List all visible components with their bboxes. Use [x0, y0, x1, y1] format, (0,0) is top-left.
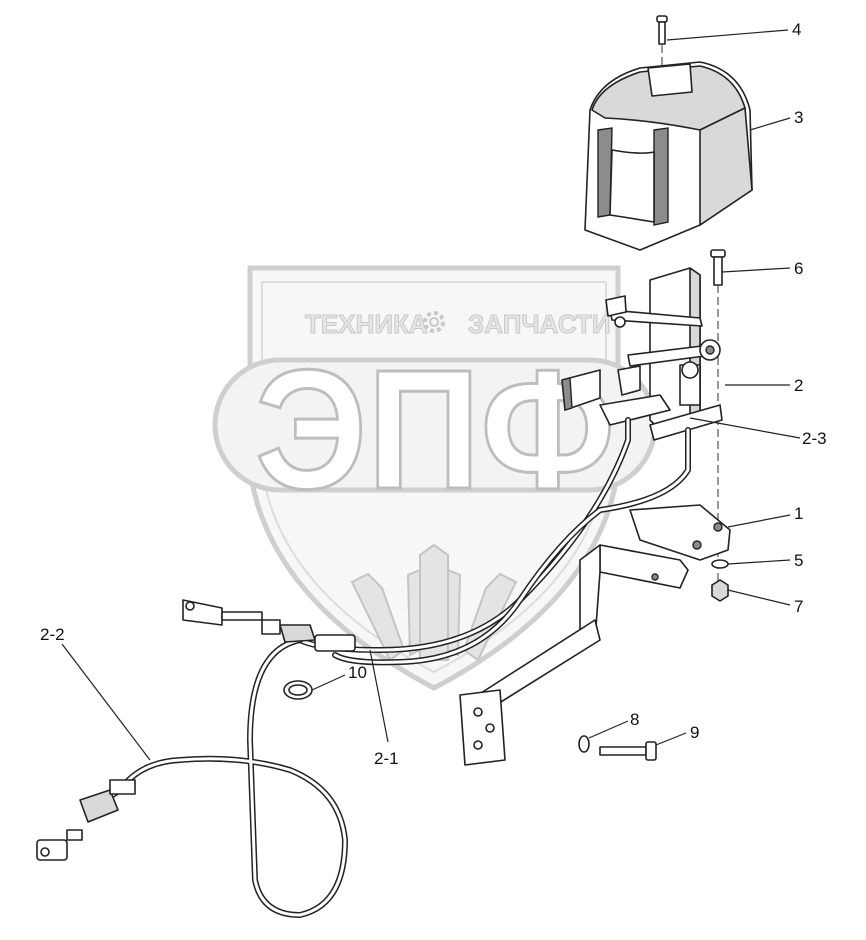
clamp-part-10: [283, 680, 313, 700]
callout-4: 4: [792, 20, 801, 39]
lever-mechanism-part-2: [561, 267, 723, 441]
callout-6: 6: [794, 259, 803, 278]
nut-part-7: [711, 579, 729, 602]
callout-8: 8: [630, 710, 639, 729]
callout-9: 9: [690, 723, 699, 742]
bolt-part-9: [599, 741, 657, 761]
callout-10: 10: [348, 663, 367, 682]
watermark-text-left: ТЕХНИКА: [305, 309, 428, 339]
callout-7: 7: [794, 597, 803, 616]
cable-fitting-upper: [182, 599, 356, 652]
bracket-part-1: [459, 504, 731, 766]
cable-fitting-lower: [36, 779, 136, 861]
callout-5: 5: [794, 551, 803, 570]
washer-part-5: [711, 559, 729, 569]
callout-1: 1: [794, 504, 803, 523]
callout-3: 3: [794, 108, 803, 127]
cover-part-3: [584, 61, 753, 251]
watermark: ТЕХНИКА ЗАПЧАСТИ ЭПФ: [212, 265, 658, 691]
callout-2: 2: [794, 376, 803, 395]
callout-2-2: 2-2: [40, 625, 65, 644]
washer-part-8: [578, 735, 590, 753]
screw-part-4: [656, 15, 668, 45]
callout-2-3: 2-3: [802, 429, 827, 448]
leader-lines: [61, 29, 801, 761]
watermark-text-right: ЗАПЧАСТИ: [468, 309, 611, 339]
gear-icon: [423, 311, 445, 333]
cables: [87, 417, 691, 918]
bolt-part-6: [710, 249, 726, 286]
callout-labels: 4 3 6 2 2-3 1 5 7 10 8 9 2-2 2-1: [40, 20, 827, 768]
watermark-big-text: ЭПФ: [255, 335, 615, 525]
callout-2-1: 2-1: [374, 749, 399, 768]
